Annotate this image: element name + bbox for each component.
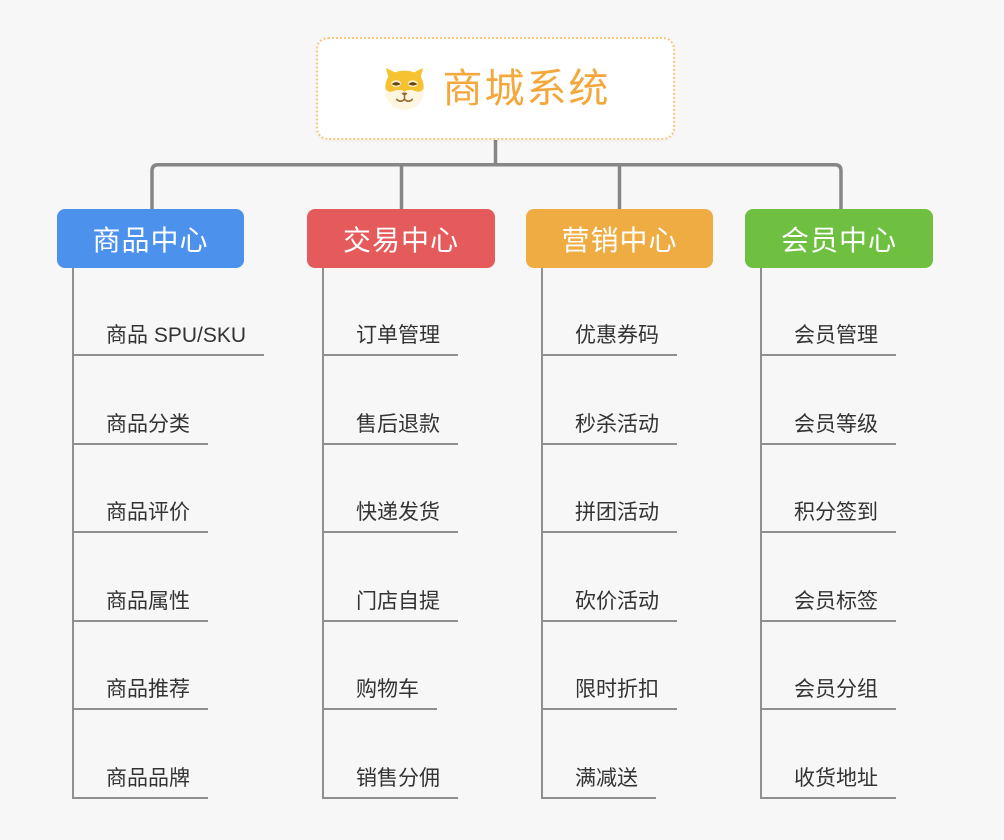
subtopic[interactable]: 会员分组 <box>762 670 896 710</box>
subtopic[interactable]: 会员管理 <box>762 316 896 356</box>
subtopic[interactable]: 会员标签 <box>762 582 896 622</box>
subtopic[interactable]: 优惠券码 <box>543 316 677 356</box>
subtopic[interactable]: 会员等级 <box>762 405 896 445</box>
branch-trade-center[interactable]: 交易中心 <box>307 209 495 268</box>
branch-product-center[interactable]: 商品中心 <box>57 209 244 268</box>
subtopic[interactable]: 商品分类 <box>74 405 208 445</box>
subtopic[interactable]: 门店自提 <box>324 582 458 622</box>
branch-member-children: 会员管理 会员等级 积分签到 会员标签 会员分组 收货地址 <box>760 268 1002 799</box>
subtopic[interactable]: 商品评价 <box>74 493 208 533</box>
root-topic[interactable]: 商城系统 <box>316 37 675 140</box>
branch-marketing-children: 优惠券码 秒杀活动 拼团活动 砍价活动 限时折扣 满减送 <box>541 268 783 799</box>
subtopic[interactable]: 快递发货 <box>324 493 458 533</box>
dog-face-icon <box>381 65 428 112</box>
subtopic[interactable]: 商品品牌 <box>74 759 208 799</box>
branch-trade-children: 订单管理 售后退款 快递发货 门店自提 购物车 销售分佣 <box>322 268 564 799</box>
subtopic[interactable]: 秒杀活动 <box>543 405 677 445</box>
branch-product-children: 商品 SPU/SKU 商品分类 商品评价 商品属性 商品推荐 商品品牌 <box>72 268 314 799</box>
subtopic[interactable]: 积分签到 <box>762 493 896 533</box>
subtopic[interactable]: 拼团活动 <box>543 493 677 533</box>
subtopic[interactable]: 砍价活动 <box>543 582 677 622</box>
subtopic[interactable]: 销售分佣 <box>324 759 458 799</box>
branch-marketing-center[interactable]: 营销中心 <box>526 209 713 268</box>
branch-member-center[interactable]: 会员中心 <box>745 209 933 268</box>
subtopic[interactable]: 订单管理 <box>324 316 458 356</box>
subtopic[interactable]: 商品 SPU/SKU <box>74 316 265 356</box>
subtopic[interactable]: 限时折扣 <box>543 670 677 710</box>
branch-label: 营销中心 <box>561 224 678 256</box>
root-topic-label: 商城系统 <box>442 66 611 111</box>
subtopic[interactable]: 售后退款 <box>324 405 458 445</box>
branch-label: 商品中心 <box>92 224 209 256</box>
subtopic[interactable]: 收货地址 <box>762 759 896 799</box>
subtopic[interactable]: 商品推荐 <box>74 670 208 710</box>
branch-label: 会员中心 <box>780 224 897 256</box>
subtopic[interactable]: 商品属性 <box>74 582 208 622</box>
subtopic[interactable]: 满减送 <box>543 759 656 799</box>
branch-label: 交易中心 <box>342 224 459 256</box>
subtopic[interactable]: 购物车 <box>324 670 437 710</box>
